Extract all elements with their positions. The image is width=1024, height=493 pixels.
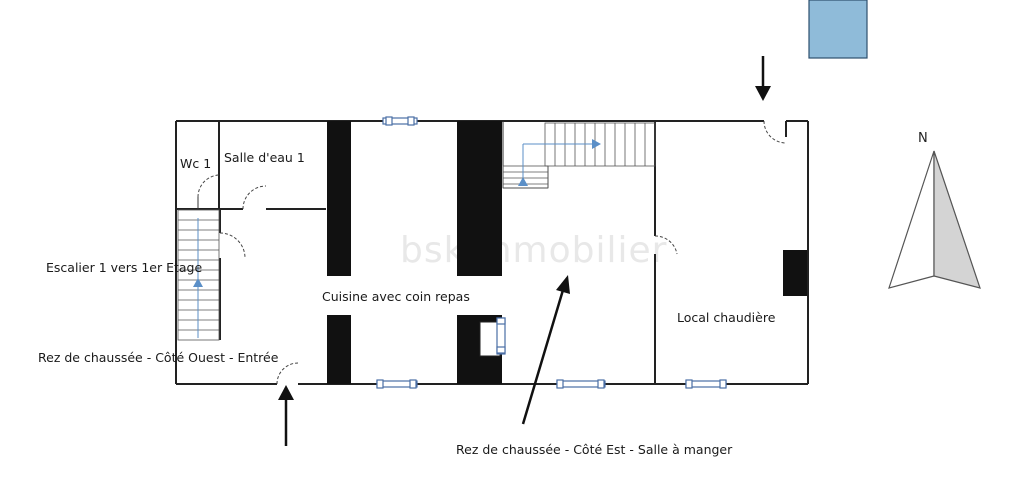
solid-walls bbox=[327, 121, 807, 384]
label-wc: Wc 1 bbox=[180, 156, 211, 171]
arrows bbox=[278, 56, 771, 446]
compass-icon: N bbox=[888, 131, 981, 289]
stair-1 bbox=[177, 209, 220, 341]
label-rdc-ouest: Rez de chaussée - Côté Ouest - Entrée bbox=[38, 350, 279, 365]
north-label: N bbox=[918, 131, 928, 146]
windows bbox=[376, 116, 727, 389]
blue-block bbox=[808, 0, 868, 59]
label-escalier: Escalier 1 vers 1er Etage bbox=[46, 260, 202, 275]
label-cuisine: Cuisine avec coin repas bbox=[322, 289, 470, 304]
label-rdc-est: Rez de chaussée - Côté Est - Salle à man… bbox=[456, 442, 733, 457]
label-local: Local chaudière bbox=[677, 310, 776, 325]
watermark: bskimmobilier bbox=[400, 230, 667, 271]
doors bbox=[197, 120, 787, 385]
label-salle-eau: Salle d'eau 1 bbox=[224, 150, 305, 165]
stair-2 bbox=[502, 122, 656, 189]
